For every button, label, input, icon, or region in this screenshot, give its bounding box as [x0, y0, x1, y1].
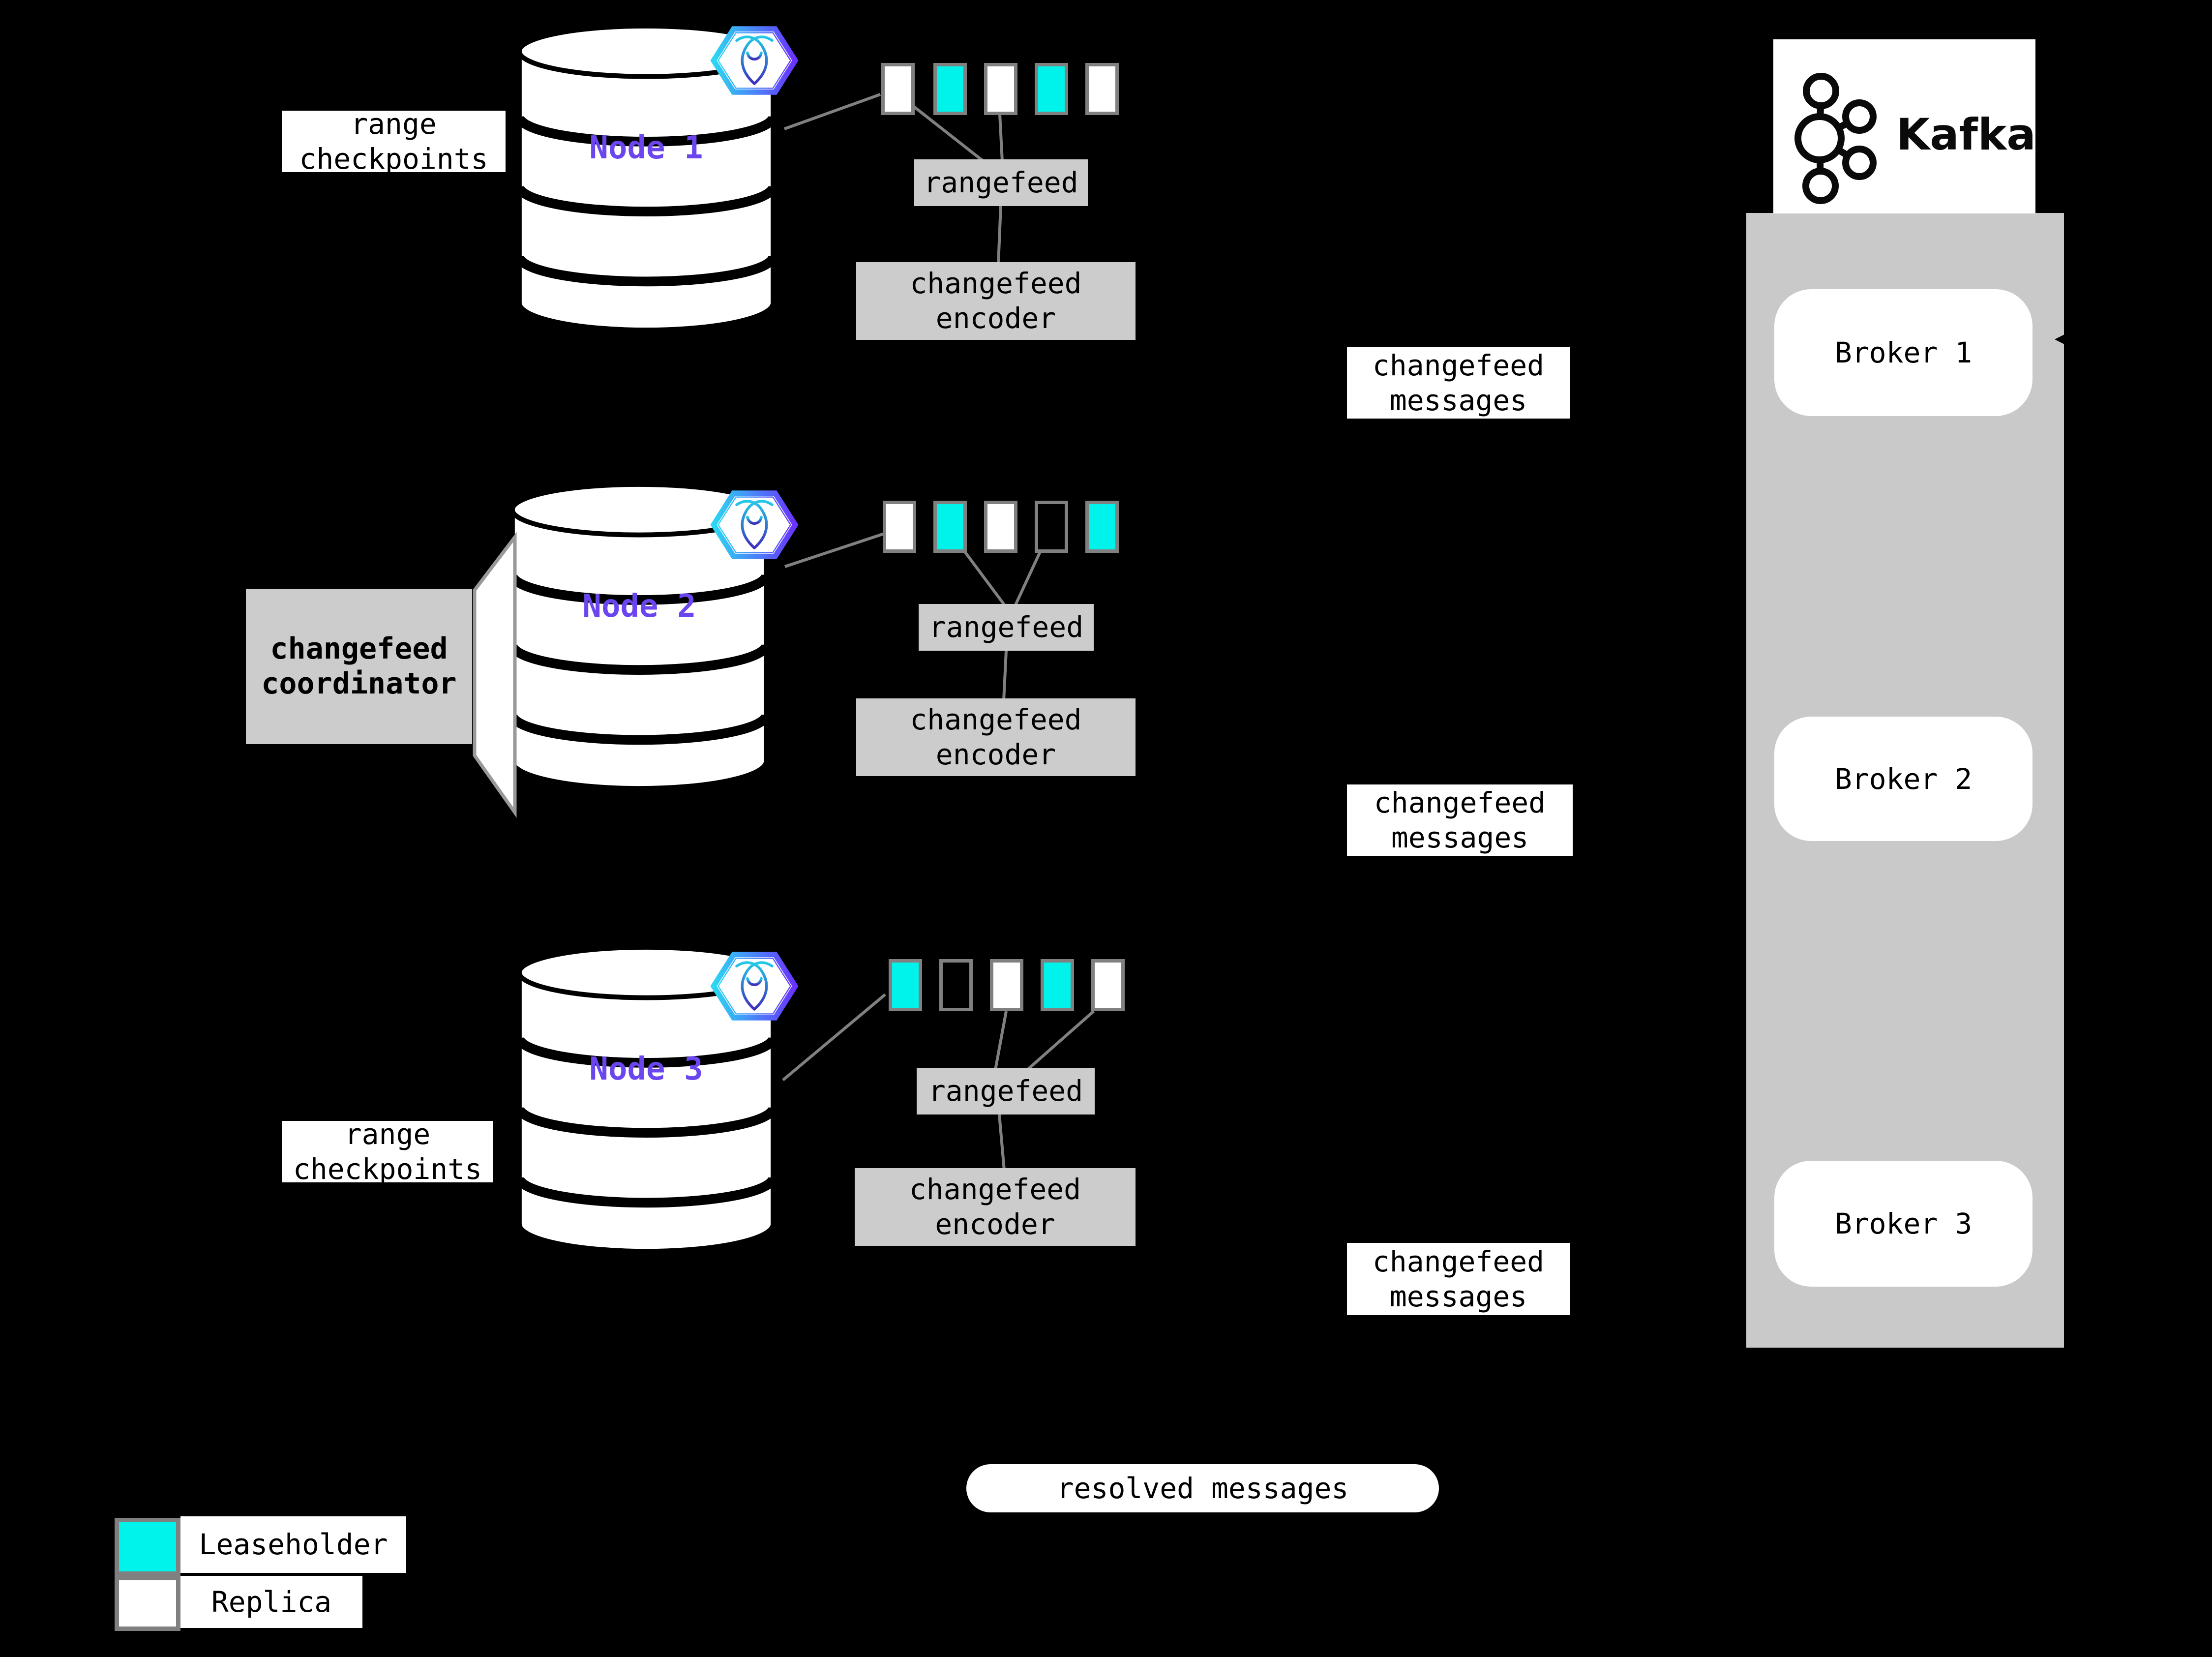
label-line: messages [1391, 820, 1529, 854]
changefeed-messages-label-node1: changefeed messages [1347, 347, 1570, 419]
range1a-to-rangefeed-line [912, 104, 985, 163]
range-cell [883, 501, 916, 553]
range-cell [889, 959, 922, 1011]
changefeed-messages-label-node3: changefeed messages [1347, 1243, 1570, 1315]
arrowhead-into-broker1 [2055, 328, 2078, 351]
legend-replica-swatch [115, 1576, 180, 1631]
database-cylinder-icon [514, 23, 778, 333]
range-checkpoints-label-node3: range checkpoints [282, 1117, 493, 1186]
cockroachdb-hexagon-icon [710, 26, 799, 95]
kafka-broker-3: Broker 3 [1774, 1161, 2033, 1287]
label-line: Leaseholder [199, 1528, 388, 1561]
range-cell [1091, 959, 1125, 1011]
range3b-to-rangefeed-line [1026, 1010, 1095, 1071]
changefeed-coordinator-box: changefeed coordinator [246, 589, 472, 744]
label-line: rangefeed [924, 166, 1078, 199]
node3-title: Node 3 [589, 1051, 703, 1087]
kafka-logo-icon [1794, 73, 1877, 204]
label-line: messages [1389, 1279, 1527, 1313]
rangefeed-box-node2: rangefeed [919, 604, 1094, 651]
label-line: changefeed [1372, 1244, 1545, 1278]
range3a-to-rangefeed-line [994, 1011, 1008, 1070]
node1-to-range-line [783, 93, 881, 130]
range-cell [1041, 959, 1074, 1011]
kafka-broker-2: Broker 2 [1774, 717, 2033, 841]
changefeed-messages-label-node2: changefeed messages [1347, 784, 1573, 856]
legend-leaseholder-label: Leaseholder [180, 1516, 406, 1573]
node3-to-range-line [782, 993, 886, 1082]
resolved-messages-pill: resolved messages [966, 1464, 1439, 1512]
label-line: encoder [935, 738, 1056, 771]
label-line: changefeed [1372, 348, 1545, 382]
changefeed-encoder-box-node3: changefeed encoder [855, 1168, 1136, 1246]
range-cell [990, 959, 1023, 1011]
label-line: changefeed [910, 703, 1082, 736]
label-line: rangefeed [928, 610, 1084, 644]
label-line: changefeed [910, 267, 1082, 300]
rangefeed3-to-encoder-line [998, 1114, 1006, 1171]
kafka-broker-1: Broker 1 [1774, 289, 2033, 416]
legend-replica-label: Replica [180, 1576, 362, 1628]
changefeed-encoder-box-node1: changefeed encoder [856, 262, 1136, 340]
cockroachdb-hexagon-icon [710, 490, 799, 559]
range-cell [984, 63, 1017, 115]
label-line: range [344, 1117, 431, 1151]
range-cell [939, 959, 973, 1011]
label-line: changefeed [909, 1173, 1081, 1206]
rangefeed2-to-encoder-line [1002, 650, 1008, 701]
range-cell [984, 501, 1017, 553]
node2-to-range-line [784, 532, 885, 568]
rangefeed1-to-encoder-line [997, 206, 1002, 265]
label-line: encoder [935, 301, 1056, 335]
kafka-title: Kafka [1896, 109, 2036, 160]
range-cell [881, 63, 915, 115]
database-cylinder-icon [514, 944, 778, 1254]
database-cylinder-icon [508, 482, 771, 791]
range-cell [1035, 63, 1068, 115]
rangefeed-box-node3: rangefeed [917, 1068, 1095, 1115]
label-line: rangefeed [928, 1074, 1083, 1108]
label-line: coordinator [261, 666, 457, 701]
label-line: changefeed [270, 632, 448, 666]
label-line: changefeed [1374, 785, 1546, 819]
rangefeed-box-node1: rangefeed [914, 159, 1088, 206]
cockroachdb-hexagon-icon [710, 952, 799, 1021]
range-cell [1085, 501, 1119, 553]
range-cell [1035, 501, 1068, 553]
range-cell [1085, 63, 1119, 115]
range-checkpoints-label-node1: range checkpoints [282, 107, 506, 176]
range1b-to-rangefeed-line [998, 114, 1004, 162]
node1-title: Node 1 [589, 130, 703, 166]
range2a-to-rangefeed-line [963, 551, 1007, 607]
label-line: checkpoints [299, 142, 488, 176]
node2-title: Node 2 [582, 588, 696, 625]
range-cell [933, 63, 967, 115]
changefeed-encoder-box-node2: changefeed encoder [856, 698, 1136, 776]
label-line: range [351, 107, 437, 141]
range2b-to-rangefeed-line [1014, 551, 1042, 607]
label-line: Replica [211, 1585, 332, 1619]
label-line: checkpoints [293, 1152, 482, 1186]
label-line: messages [1389, 383, 1527, 417]
range-cell [933, 501, 967, 553]
kafka-logo-box: Kafka [1773, 39, 2036, 213]
legend-leaseholder-swatch [115, 1518, 180, 1576]
label-line: encoder [935, 1207, 1055, 1241]
